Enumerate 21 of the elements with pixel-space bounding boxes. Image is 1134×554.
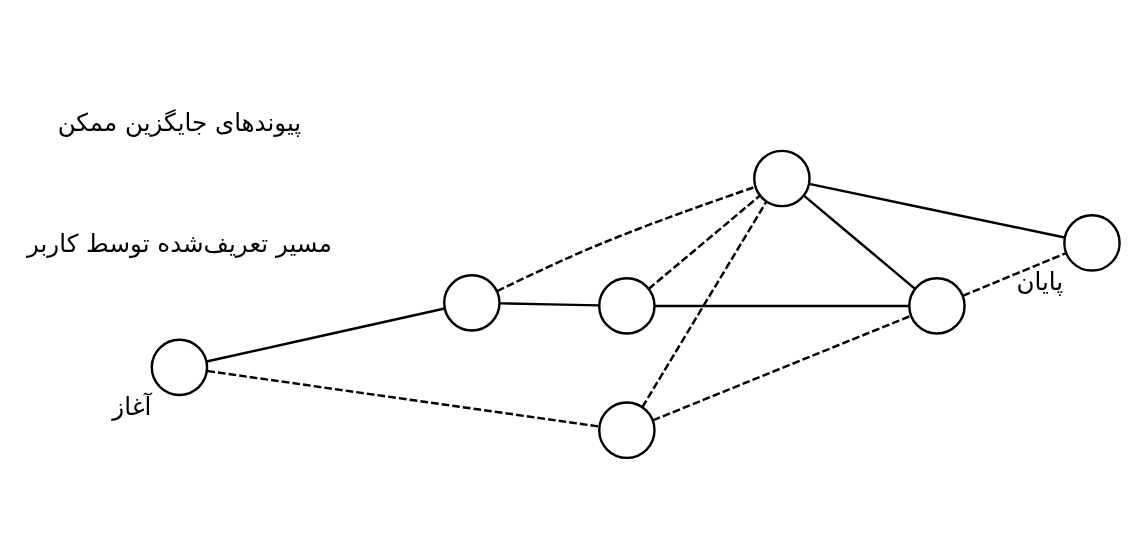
node-circle — [598, 400, 656, 459]
connector — [803, 194, 916, 290]
connector — [641, 200, 768, 408]
node-circle — [598, 276, 656, 335]
node-label: آغاز — [112, 391, 152, 421]
node-circle — [908, 276, 966, 335]
connector — [652, 314, 912, 421]
connector — [207, 369, 600, 428]
connector — [499, 301, 600, 307]
connector — [808, 182, 1065, 239]
node-circle — [1063, 213, 1121, 272]
connector — [654, 304, 910, 307]
node-circle — [753, 149, 811, 207]
node-circle — [442, 273, 501, 332]
connector — [496, 185, 756, 292]
label: پیوندهای جایگزین ممکن — [57, 107, 302, 137]
connector — [206, 306, 445, 363]
node-label: پایان — [1016, 266, 1064, 296]
label: مسیر تعریف‌شده توسط کاربر — [26, 228, 332, 258]
connector — [962, 251, 1067, 297]
connector — [648, 194, 761, 290]
